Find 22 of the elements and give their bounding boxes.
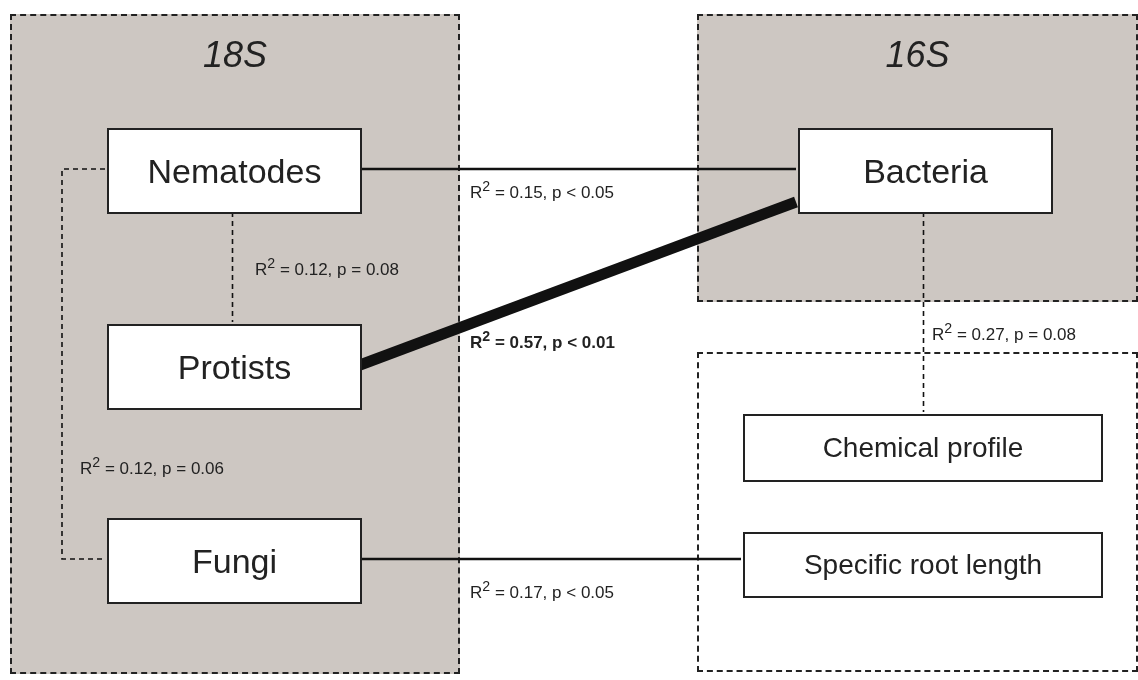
group-panel: [10, 14, 460, 674]
node-box: Fungi: [107, 518, 362, 604]
group-panel: [697, 14, 1138, 302]
panel-title: 16S: [884, 34, 951, 76]
dashed-connector: [61, 168, 106, 560]
node-box: Chemical profile: [743, 414, 1103, 482]
dashed-connector: [231, 211, 234, 323]
connector-line: [360, 167, 796, 171]
dashed-connector: [922, 211, 925, 413]
node-box: Specific root length: [743, 532, 1103, 598]
edge-label: R$^{2}$ = 0.27, p = 0.08: [932, 320, 1076, 345]
edge-label: R$^{2}$ = 0.12, p = 0.06: [80, 454, 224, 479]
node-box: Nematodes: [107, 128, 362, 214]
edge-label: R$^{2}$ = 0.12, p = 0.08: [255, 255, 399, 280]
edge-label: R$^{2}$ = 0.17, p < 0.05: [470, 578, 614, 603]
empty-panel: [697, 352, 1138, 672]
edge-label: R$^{2}$ = 0.57, p < 0.01: [470, 328, 615, 353]
node-box: Bacteria: [798, 128, 1053, 214]
connector-line: [360, 557, 741, 561]
node-box: Protists: [107, 324, 362, 410]
edge-label: R$^{2}$ = 0.15, p < 0.05: [470, 178, 614, 203]
panel-title: 18S: [201, 34, 269, 76]
